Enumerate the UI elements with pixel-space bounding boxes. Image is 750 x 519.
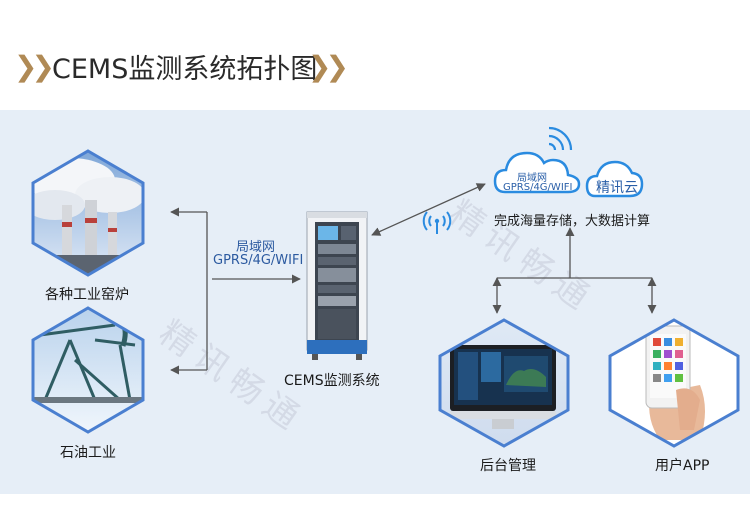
left-connector xyxy=(170,207,301,375)
title-bar: ❯❯ CEMS监测系统拓扑图 ❯❯ xyxy=(0,0,750,110)
chevron-left-icon: ❯❯ xyxy=(14,50,55,83)
monitor-icon xyxy=(450,345,556,429)
cloud-icon xyxy=(493,151,644,198)
bottom-strip xyxy=(0,494,750,519)
cloud-brand: 精讯云 xyxy=(596,180,638,196)
app-label: 用户APP xyxy=(655,458,710,474)
cloud-link xyxy=(371,183,486,236)
wifi-signal-icon xyxy=(422,211,452,234)
chevron-right-icon: ❯❯ xyxy=(308,50,349,83)
kiln-label: 各种工业窑炉 xyxy=(45,287,129,303)
cloud-net-line1: 局域网 xyxy=(517,173,547,184)
cloud-caption: 完成海量存储，大数据计算 xyxy=(494,214,651,229)
app-node xyxy=(608,318,740,448)
cloud-net-line2: GPRS/4G/WIFI xyxy=(503,182,573,193)
oil-label: 石油工业 xyxy=(60,445,116,461)
oil-node xyxy=(31,306,145,434)
cems-label: CEMS监测系统 xyxy=(284,373,380,389)
backend-label: 后台管理 xyxy=(480,458,536,474)
cems-cabinet-icon xyxy=(306,211,368,360)
link-left-line2: GPRS/4G/WIFI xyxy=(213,253,304,268)
right-connector xyxy=(492,227,657,314)
backend-node xyxy=(438,318,570,448)
kiln-node xyxy=(31,149,145,277)
link-left-line1: 局域网 xyxy=(236,240,276,255)
page-title: CEMS监测系统拓扑图 xyxy=(52,54,318,85)
smartphone-icon xyxy=(645,325,705,440)
wifi-arc-icon xyxy=(548,126,573,151)
